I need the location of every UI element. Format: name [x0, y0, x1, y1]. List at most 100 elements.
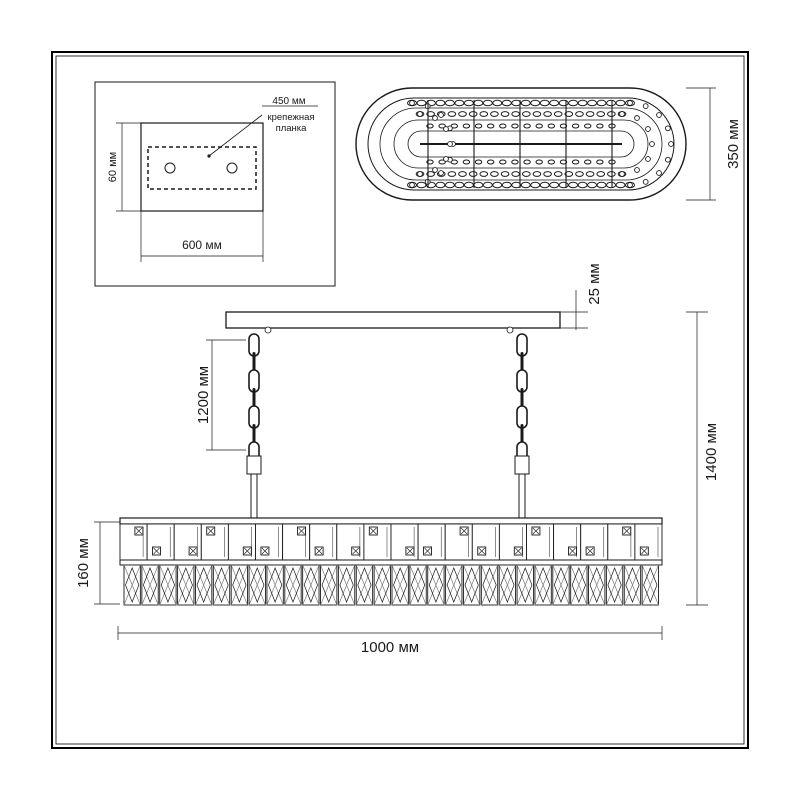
top-view-bead	[523, 159, 531, 165]
mount-plate-detail: 450 мм крепежная планка 60 мм 600 мм	[94, 81, 336, 287]
top-view-ring-2	[367, 97, 675, 191]
crystal-diamond	[553, 567, 569, 603]
top-view-bead	[575, 111, 584, 117]
panel-stud-cross	[298, 527, 305, 535]
crystal-diamond	[178, 567, 193, 603]
top-view-bead	[521, 171, 531, 177]
crystal-facet	[445, 564, 463, 606]
crystal-facet	[516, 564, 534, 606]
top-view-bead	[501, 99, 512, 107]
chain-left	[248, 333, 260, 465]
top-view-bead	[462, 159, 471, 165]
top-view-ring-3	[379, 107, 663, 181]
top-view-bead	[642, 179, 649, 185]
top-view-bead	[543, 171, 552, 177]
top-view-bead	[547, 123, 556, 129]
screw-hole-right	[226, 162, 238, 174]
crystal-diamond	[464, 567, 479, 603]
panel-stud-cross	[623, 527, 630, 535]
plate-width-label: 600 мм	[182, 238, 222, 252]
top-view-bead	[532, 171, 542, 177]
top-view-bead	[426, 111, 435, 117]
top-view-bead	[438, 159, 446, 165]
crystal-diamond	[625, 567, 640, 603]
top-view-bead	[558, 181, 569, 189]
front-view: 25 мм 1200 мм 1400 мм 160 мм 1000 мм	[75, 263, 720, 656]
crystal-facet	[248, 564, 266, 606]
top-view-bead	[447, 141, 453, 147]
top-view-bead	[511, 171, 521, 177]
crystal-facet	[141, 564, 159, 606]
top-view-bead	[482, 99, 493, 107]
top-view-bead	[409, 182, 415, 188]
top-view-bead	[665, 156, 671, 163]
crystal-facet	[159, 564, 177, 606]
top-view-bead	[549, 181, 560, 189]
connector-right	[514, 455, 530, 475]
top-view-bead	[474, 159, 483, 165]
top-view-bead	[596, 99, 607, 107]
top-view-bead	[463, 99, 474, 107]
crystal-diamond	[285, 567, 301, 603]
body-bottom-rim	[119, 559, 663, 566]
crystal-diamond	[232, 567, 247, 603]
top-view-bead	[645, 156, 651, 162]
total-height-label: 1400 мм	[703, 423, 720, 481]
top-view-bead	[619, 171, 625, 177]
top-view-bead	[587, 181, 598, 189]
crystal-facet	[534, 564, 552, 606]
crystal-diamond	[125, 567, 140, 603]
top-view-ring-5	[407, 130, 635, 158]
top-view-bead	[454, 99, 465, 107]
connector-left	[246, 455, 262, 475]
panel-stud-cross	[406, 547, 414, 555]
top-view-bead	[535, 123, 543, 129]
crystal-facet	[195, 564, 213, 606]
canopy-screw-right	[506, 326, 514, 334]
top-view-bead	[568, 181, 579, 189]
crystal-facet	[213, 564, 231, 606]
top-view-bead	[549, 99, 560, 107]
body-height-label: 160 мм	[75, 538, 92, 588]
crystal-diamond	[571, 567, 586, 603]
top-view-bead	[500, 171, 510, 177]
crystal-diamond	[536, 567, 551, 603]
top-view-bead	[443, 126, 449, 132]
top-view-bead	[511, 111, 521, 117]
depth-label: 350 мм	[725, 119, 742, 169]
crystal-facet	[302, 564, 320, 606]
top-view-bead	[559, 123, 568, 129]
crystal-diamond	[643, 567, 658, 603]
crystal-diamond	[357, 567, 372, 603]
panel-stud-cross	[460, 527, 468, 535]
panel-stud-cross	[532, 527, 540, 535]
crystal-diamond	[410, 567, 426, 603]
chain-length-label: 1200 мм	[195, 366, 212, 424]
top-view-bead	[564, 111, 574, 117]
crystal-diamond	[428, 567, 443, 603]
top-view-bead	[432, 167, 438, 173]
crystal-diamond	[160, 567, 175, 603]
top-view-bead	[511, 99, 522, 107]
top-view-bead	[463, 181, 474, 189]
top-view-bead	[539, 181, 550, 189]
canopy	[225, 311, 561, 329]
crystal-facet	[498, 564, 516, 606]
panel-stud-cross	[189, 547, 197, 555]
panel-stud-cross	[370, 527, 377, 535]
top-view-bead	[416, 99, 427, 107]
chain-right	[516, 333, 528, 465]
mounting-bracket	[147, 146, 257, 190]
top-view-bead	[473, 99, 484, 107]
top-view-bead	[486, 159, 495, 165]
top-view-bead	[444, 181, 455, 189]
top-view-bead	[468, 111, 478, 117]
top-view-bead	[539, 99, 550, 107]
top-view-bead	[499, 159, 507, 165]
top-view-bead	[482, 181, 493, 189]
top-view-ring-4	[393, 119, 649, 169]
top-view-bead	[500, 111, 510, 117]
crystal-diamond	[321, 567, 336, 603]
top-view-bead	[615, 99, 626, 107]
